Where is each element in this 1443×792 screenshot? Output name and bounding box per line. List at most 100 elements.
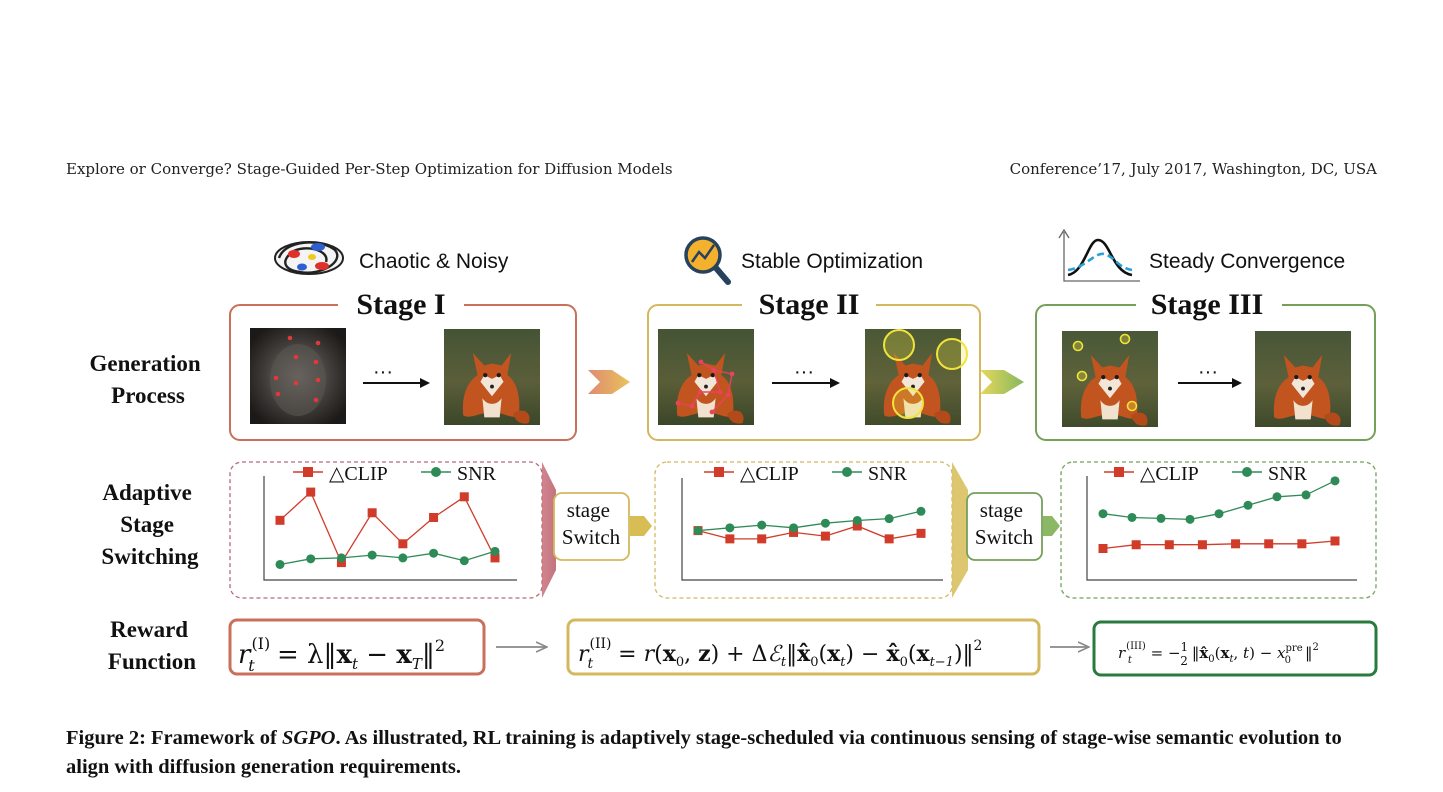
chart3-legend-snr-label: SNR	[1268, 463, 1308, 485]
stage-switch-1-label: stage Switch	[562, 498, 621, 549]
chart3-snr-point	[1214, 509, 1224, 519]
chart3-clip-point	[1231, 539, 1241, 549]
ellipsis-1: ···	[373, 361, 393, 383]
stage1-title: Stage I	[356, 288, 445, 321]
stage1-description: Chaotic & Noisy	[359, 250, 509, 273]
row-label-switching: Adaptive Stage Switching	[101, 480, 199, 569]
chart2-clip-point	[725, 534, 735, 544]
chart1-clip-line	[279, 491, 496, 564]
chart1-legend-clip-label: △CLIP	[329, 463, 388, 485]
stage-switch-2	[966, 492, 1043, 561]
chart3-clip-point	[1297, 539, 1307, 549]
chart2-legend-clip-label: △CLIP	[740, 463, 799, 485]
chart3-snr-point	[1301, 490, 1311, 500]
running-header-left: Explore or Converge? Stage-Guided Per-St…	[66, 160, 673, 178]
chart2-snr-point	[693, 526, 703, 536]
chart2-clip-point	[789, 527, 799, 537]
reward-box-3	[1092, 620, 1378, 677]
chart1-snr-point	[459, 556, 469, 566]
stage2-title: Stage II	[759, 288, 860, 321]
stage-transition-arrow-1	[588, 370, 630, 394]
chart3-snr-point	[1185, 514, 1195, 524]
scribble-icon	[274, 241, 344, 275]
stage-switch-2-label: stage Switch	[975, 498, 1034, 549]
switch-arrow-2	[1043, 516, 1060, 536]
chart-panel-1	[229, 461, 543, 599]
stage3-description: Steady Convergence	[1149, 250, 1345, 273]
chart1-clip-point	[275, 515, 285, 525]
switch-fan-1	[542, 462, 556, 598]
chart3-clip-point	[1164, 540, 1174, 550]
chart1-clip-point	[490, 553, 500, 563]
chart1-snr-point	[275, 559, 285, 569]
stage-transition-arrow-2	[980, 370, 1024, 394]
chart2-clip-line	[697, 525, 922, 540]
fox-image-stage3-end	[1255, 331, 1351, 427]
chart2-snr-line	[697, 510, 922, 532]
chart-panel-2	[654, 461, 953, 599]
chart3-clip-point	[1131, 540, 1141, 550]
chart1-legend-snr-label: SNR	[457, 463, 497, 485]
row-label-generation: Generation Process	[90, 351, 207, 408]
chart3-snr-point	[1272, 492, 1282, 502]
chart3-snr-point	[1243, 500, 1253, 510]
chart2-legend-clip-marker	[714, 467, 724, 477]
chart2-snr-point	[725, 523, 735, 533]
switch-arrow-1	[630, 516, 652, 536]
chart1-clip-point	[459, 492, 469, 502]
chart1-snr-point	[336, 553, 346, 563]
chart2-clip-point	[820, 531, 830, 541]
chart1-clip-point	[398, 539, 408, 549]
stage2-description: Stable Optimization	[741, 250, 923, 273]
chart1-snr-point	[306, 554, 316, 564]
chart2-snr-point	[789, 523, 799, 533]
chart3-clip-point	[1197, 540, 1207, 550]
charts-layer: △CLIP SNR △CLIP SNR △CLIP SNR	[263, 463, 1357, 581]
reward-box-2	[566, 618, 1041, 676]
fox-image-stage2-start	[658, 329, 754, 425]
chart1-snr-point	[490, 546, 500, 556]
chart2-clip-point	[757, 534, 767, 544]
chart1-clip-point	[306, 487, 316, 497]
ellipsis-3: ···	[1198, 361, 1218, 383]
chart3-clip-line	[1102, 540, 1336, 550]
chart3-legend-clip-label: △CLIP	[1140, 463, 1199, 485]
chart2-legend-snr-marker	[842, 467, 852, 477]
chart3-snr-point	[1127, 512, 1137, 522]
reward-formula-1: r(I)t = λ‖xt − xT‖2	[238, 634, 445, 675]
row-label-reward: Reward Function	[108, 617, 196, 674]
chart1-clip-point	[429, 512, 439, 522]
fox-image-stage2-end	[865, 329, 968, 425]
chart1-clip-point	[367, 508, 377, 518]
chart1-clip-point	[336, 558, 346, 568]
figure-caption: Figure 2: Framework of SGPO. As illustra…	[66, 727, 1342, 778]
chart2-snr-point	[820, 518, 830, 528]
running-header-right: Conference’17, July 2017, Washington, DC…	[1009, 160, 1377, 178]
chart3-snr-point	[1330, 476, 1340, 486]
chart1-axes	[263, 476, 517, 581]
chart1-snr-point	[367, 550, 377, 560]
chart3-snr-point	[1098, 509, 1108, 519]
chart3-axes	[1086, 476, 1357, 581]
chart2-clip-point	[916, 528, 926, 538]
chart2-legend-snr-label: SNR	[868, 463, 908, 485]
reward-formula-2: r(II)t = r(x0, z) + Δℰt‖x̂0(xt) − x̂0(xt…	[578, 636, 982, 672]
chart2-snr-point	[852, 515, 862, 525]
chart1-snr-point	[398, 553, 408, 563]
chart2-snr-point	[916, 506, 926, 516]
magnifier-chart-icon	[684, 236, 731, 285]
chart1-legend-clip-marker	[303, 467, 313, 477]
chart3-legend-clip-marker	[1114, 467, 1124, 477]
chart2-clip-point	[852, 521, 862, 531]
chart3-legend-snr-marker	[1242, 467, 1252, 477]
noisy-latent-image	[250, 328, 346, 424]
stage-switch-1	[553, 492, 630, 561]
chart3-clip-point	[1330, 536, 1340, 546]
chart1-snr-line	[279, 550, 496, 566]
chart2-snr-point	[884, 514, 894, 524]
chart3-clip-point	[1098, 544, 1108, 553]
ellipsis-2: ···	[794, 361, 814, 383]
reward-box-1	[228, 618, 486, 676]
